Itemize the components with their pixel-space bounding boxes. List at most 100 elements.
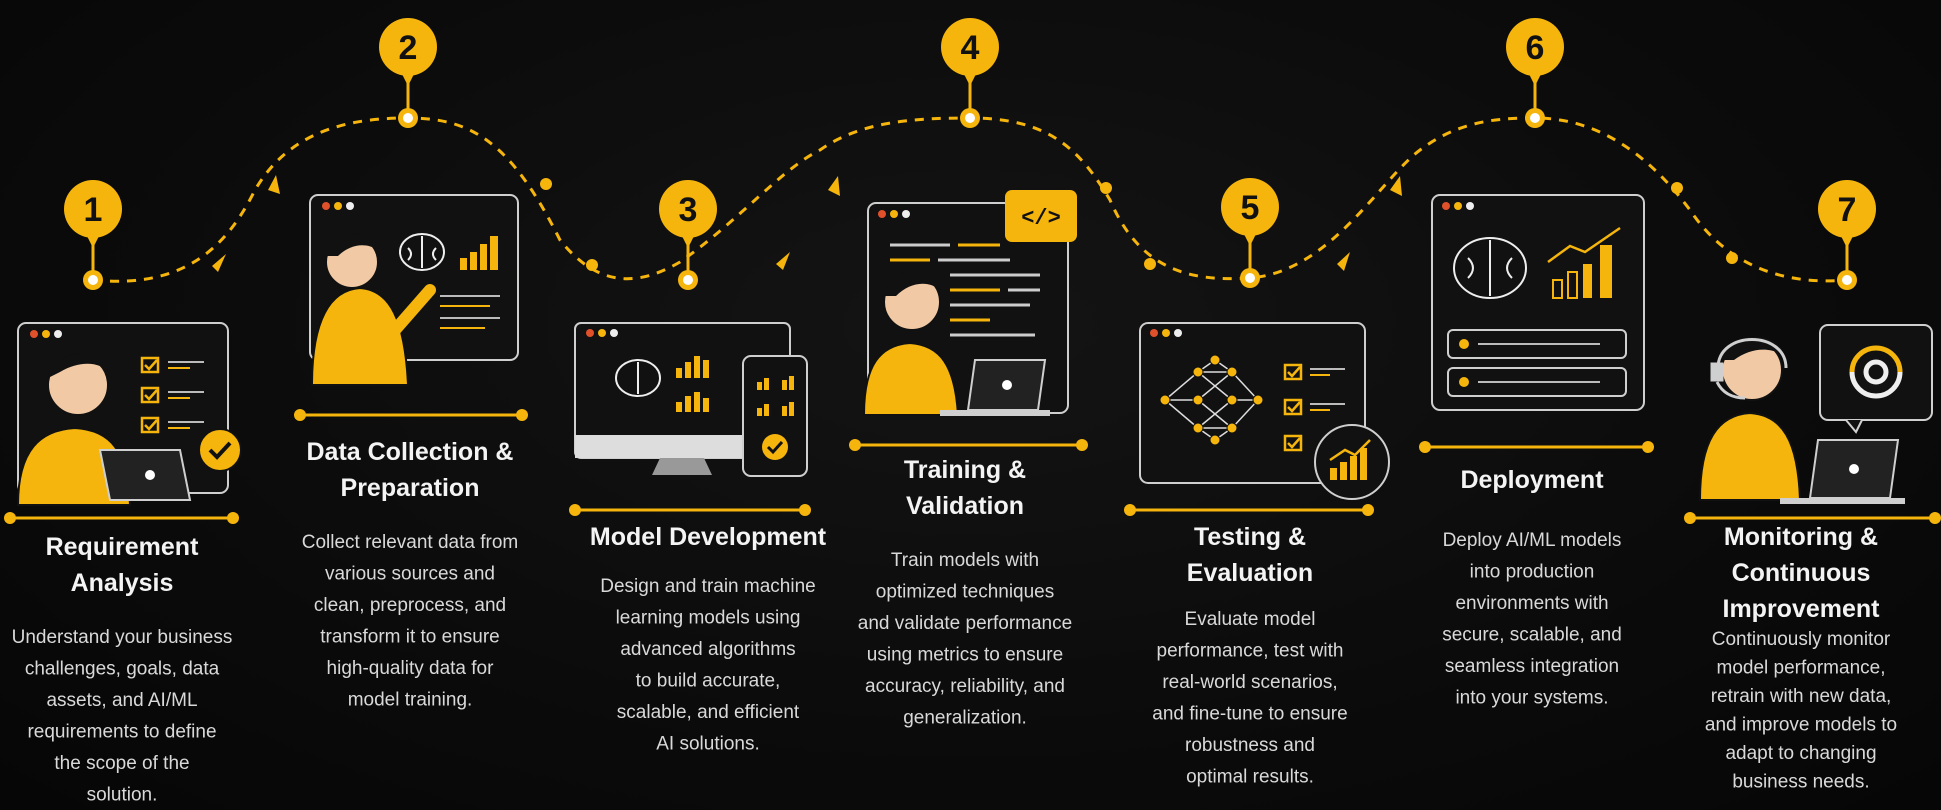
bar-chart-icon [460, 236, 498, 270]
step-title-line: Preparation [341, 474, 480, 502]
step-description-line: various sources and [325, 564, 495, 585]
step-number: 3 [679, 191, 698, 229]
step-description: Collect relevant data from various source… [302, 532, 519, 711]
laptop-icon [940, 359, 1050, 416]
step-description-line: environments with [1455, 593, 1608, 614]
step-description: Evaluate model performance, test with real… [1152, 609, 1347, 788]
marker-node-center [403, 113, 413, 123]
step-description-line: to build accurate, [636, 671, 781, 692]
marker-badge [659, 180, 717, 238]
step-description-line: real-world scenarios, [1162, 672, 1337, 693]
step-description-line: robustness and [1185, 735, 1315, 756]
step-underline [1684, 512, 1941, 524]
path-arrow-icon [1390, 176, 1402, 196]
path-arrow-icon [776, 252, 790, 270]
step-description-line: and fine-tune to ensure [1152, 704, 1347, 725]
brain-icon [615, 359, 661, 397]
step-marker-5: 5 [1221, 178, 1279, 288]
step-description-line: solution. [87, 785, 158, 806]
step-description-line: Deploy AI/ML models [1443, 530, 1622, 551]
laptop-icon [98, 449, 192, 501]
status-row [1447, 367, 1627, 397]
step-marker-1: 1 [64, 180, 122, 290]
person-icon [862, 272, 960, 416]
person-icon [1698, 336, 1802, 501]
step-title-line: Continuous [1732, 559, 1871, 587]
step-description-line: learning models using [616, 608, 801, 629]
path-arrow-icon [268, 175, 280, 194]
path-arrow-icon [828, 176, 840, 196]
step-description-line: seamless integration [1445, 656, 1619, 677]
path-arrow-icon [1337, 252, 1350, 271]
step-marker-3: 3 [659, 180, 717, 290]
step-description-line: performance, test with [1157, 641, 1344, 662]
step-title-line: Improvement [1723, 595, 1881, 623]
step-description-line: AI solutions. [656, 734, 760, 755]
step-number: 4 [961, 29, 980, 67]
step-description-line: generalization. [903, 708, 1027, 729]
step-description-line: clean, preprocess, and [314, 595, 506, 616]
step-description-line: adapt to changing [1725, 743, 1876, 764]
step-description-line: Design and train machine [600, 576, 815, 597]
step-title-line: Validation [906, 492, 1024, 520]
step-title: Model Development [590, 523, 827, 551]
step-title-line: Monitoring & [1724, 523, 1878, 551]
illustration-model-development [574, 322, 808, 477]
headset-icon [1710, 338, 1788, 400]
marker-badge [1221, 178, 1279, 236]
brain-icon [1453, 237, 1527, 299]
illustration-testing-evaluation [1139, 322, 1390, 500]
step-description-line: retrain with new data, [1711, 686, 1892, 707]
step-title-line: Evaluation [1187, 559, 1313, 587]
illustration-training-validation: </> [862, 190, 1077, 416]
step-title-line: Analysis [71, 569, 174, 597]
step-number: 1 [84, 191, 103, 229]
step-title-line: Deployment [1460, 466, 1604, 494]
step-title-line: Model Development [590, 523, 827, 551]
marker-badge [379, 18, 437, 76]
step-description-line: Collect relevant data from [302, 532, 519, 553]
step-marker-4: 4 [941, 18, 999, 128]
path-arrow-icon [212, 254, 226, 272]
step-description-line: using metrics to ensure [867, 645, 1063, 666]
step-number: 5 [1241, 189, 1260, 227]
marker-badge [64, 180, 122, 238]
step-underline [294, 409, 528, 421]
illustration-deployment [1431, 194, 1645, 411]
code-icon-label: </> [1021, 206, 1061, 231]
marker-node-center [1245, 273, 1255, 283]
step-description-line: challenges, goals, data [25, 659, 220, 680]
step-description-line: model training. [348, 690, 473, 711]
step-description-line: into production [1470, 562, 1595, 583]
code-icon [1005, 190, 1077, 242]
laptop-icon [1780, 439, 1905, 504]
step-description-line: Continuously monitor [1712, 629, 1891, 650]
marker-badge [941, 18, 999, 76]
step-title: Training & Validation [904, 456, 1026, 520]
brain-icon [399, 233, 445, 271]
step-description-line: Evaluate model [1185, 609, 1316, 630]
step-description: Deploy AI/ML models into production enviro… [1442, 530, 1622, 709]
step-description-line: business needs. [1732, 772, 1869, 793]
step-description: Continuously monitor model performance, re… [1705, 629, 1897, 793]
marker-node-center [1842, 275, 1852, 285]
step-description-line: into your systems. [1455, 688, 1608, 709]
gear-cycle-icon [1849, 345, 1903, 399]
step-title-line: Testing & [1194, 523, 1306, 551]
step-number: 2 [399, 29, 418, 67]
marker-node-center [1530, 113, 1540, 123]
step-description-line: model performance, [1717, 658, 1886, 679]
step-description-line: advanced algorithms [620, 639, 795, 660]
step-title: Deployment [1460, 466, 1604, 494]
marker-node-center [965, 113, 975, 123]
step-underline [1419, 441, 1654, 453]
illustration-monitoring [1698, 324, 1933, 504]
path-dots [540, 178, 1738, 271]
step-description-line: scalable, and efficient [617, 702, 800, 723]
step-title-line: Training & [904, 456, 1026, 484]
step-marker-2: 2 [379, 18, 437, 128]
